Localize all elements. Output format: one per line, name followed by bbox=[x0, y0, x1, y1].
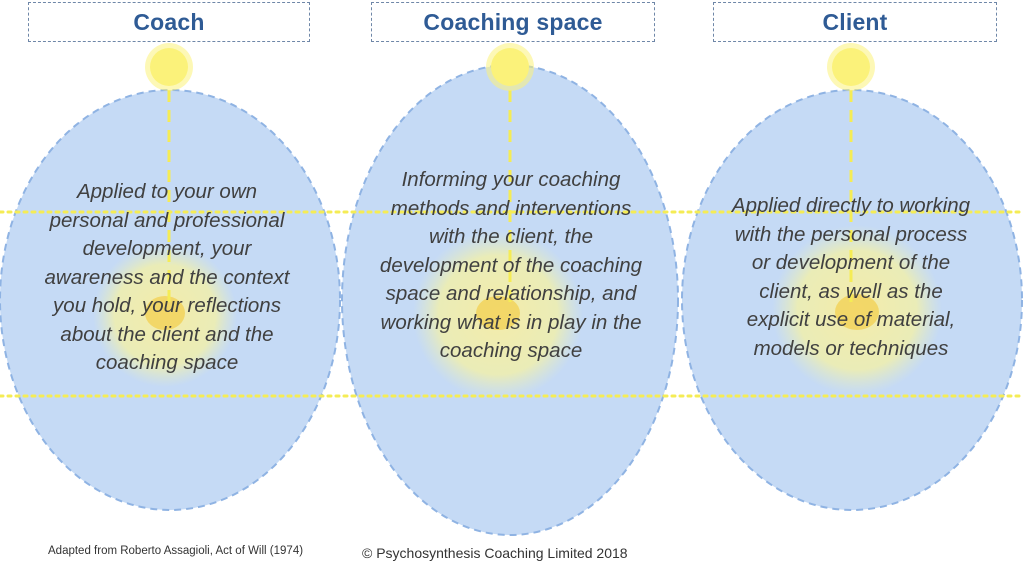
source-attribution: Adapted from Roberto Assagioli, Act of W… bbox=[48, 545, 304, 557]
client-title-box: Client bbox=[713, 2, 997, 42]
coach-description: Applied to your own personal and profess… bbox=[44, 180, 290, 374]
coaching-space-title-box: Coaching space bbox=[371, 2, 655, 42]
coach-title-box: Coach bbox=[28, 2, 310, 42]
client-sun-icon bbox=[827, 43, 875, 91]
coaching-space-title: Coaching space bbox=[423, 8, 603, 35]
coaching-space-center-dot bbox=[476, 296, 520, 330]
coaching-space-sun-icon bbox=[486, 43, 534, 91]
client-description: Applied directly to working with the per… bbox=[731, 194, 971, 360]
coach-center-dot bbox=[145, 296, 185, 330]
coaching-space-description: Informing your coaching methods and inte… bbox=[379, 168, 643, 362]
coach-title: Coach bbox=[133, 8, 205, 35]
copyright-notice: © Psychosynthesis Coaching Limited 2018 bbox=[362, 545, 628, 561]
coach-sun-icon bbox=[145, 43, 193, 91]
client-title: Client bbox=[822, 8, 888, 35]
client-center-dot bbox=[835, 294, 879, 330]
